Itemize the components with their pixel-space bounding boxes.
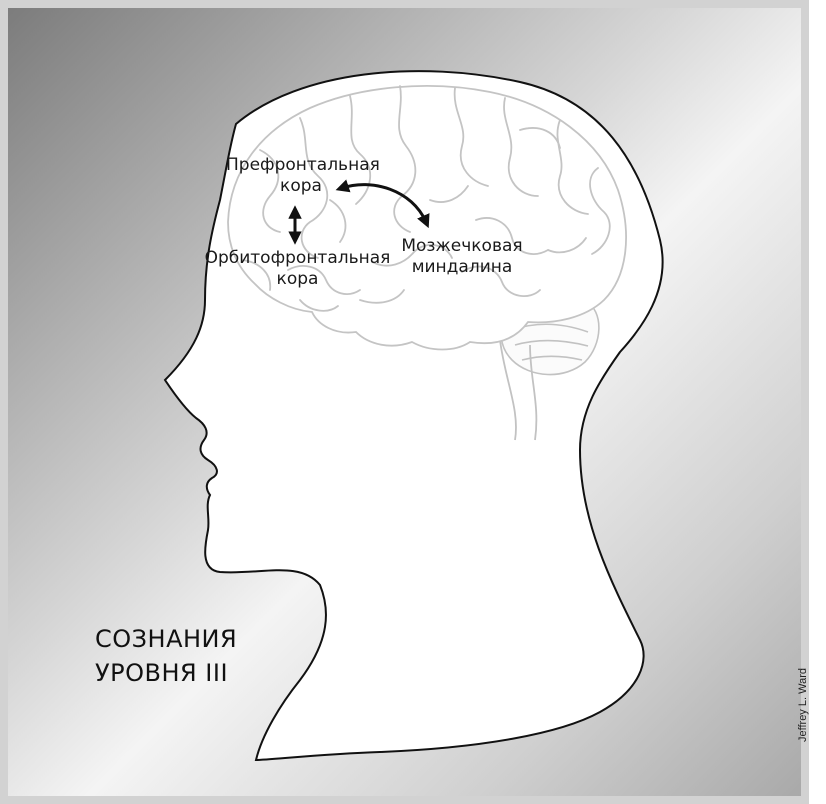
title-line1: СОЗНАНИЯ — [95, 622, 225, 656]
prefrontal-cortex-label: Префронтальная кора — [226, 155, 376, 197]
amygdala-label: Мозжечковая миндалина — [392, 236, 532, 278]
orbitofrontal-cortex-label: Орбитофронтальная кора — [200, 248, 395, 290]
title-line2: УРОВНЯ III — [95, 656, 225, 690]
orbitofrontal-label-line1: Орбитофронтальная — [200, 248, 395, 269]
amygdala-label-line2: миндалина — [392, 257, 532, 278]
consciousness-level-title: СОЗНАНИЯ УРОВНЯ III — [95, 622, 225, 690]
artist-credit: Jeffrey L. Ward — [797, 682, 813, 742]
prefrontal-label-line1: Префронтальная — [226, 155, 376, 176]
amygdala-label-line1: Мозжечковая — [392, 236, 532, 257]
orbitofrontal-label-line2: кора — [200, 269, 395, 290]
prefrontal-label-line2: кора — [226, 176, 376, 197]
